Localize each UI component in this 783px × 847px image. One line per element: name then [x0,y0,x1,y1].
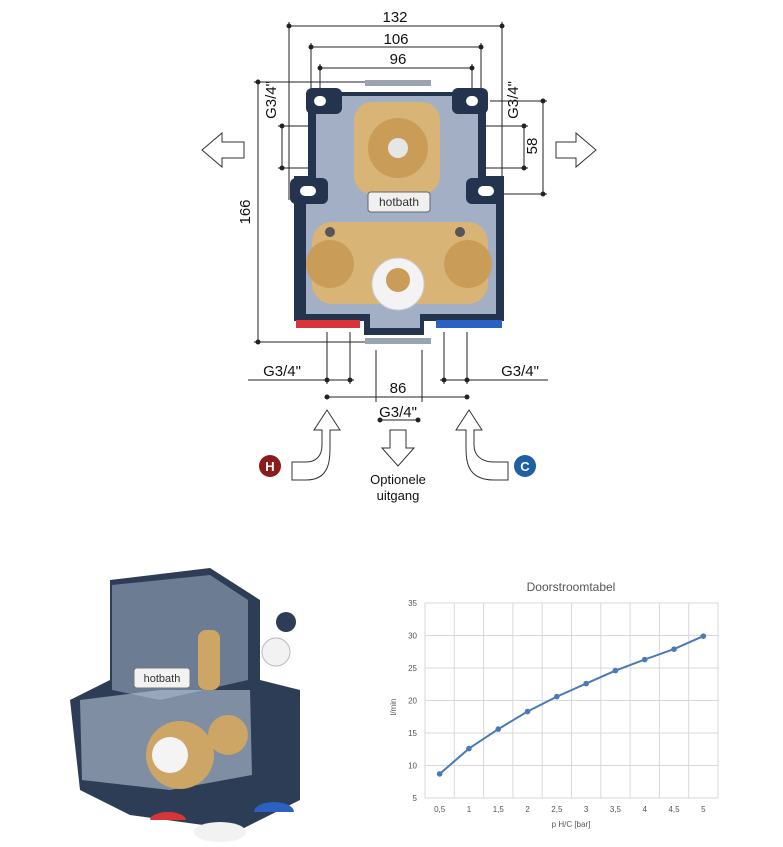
optional-outlet-arrow [380,429,416,467]
cold-badge [514,455,536,477]
chart-data-point [700,633,707,639]
chart-x-axis-label: p H/C [bar] [552,820,591,829]
cold-inlet-arrow [455,409,509,481]
right-outlet-arrow [555,131,597,169]
optional-outlet-label-line2: uitgang [377,488,420,503]
chart-y-tick-label: 35 [408,599,417,608]
chart-x-tick-label: 3,5 [610,805,622,814]
chart-y-tick-label: 15 [408,729,417,738]
dim-label-g34-top-left: G3/4" [263,81,280,119]
photo-brand-plate-text: hotbath [144,673,181,685]
dim-label-132: 132 [382,9,407,26]
technical-drawing: 132 106 96 166 G3/4" [201,9,597,503]
chart-x-tick-label: 5 [701,805,706,814]
chart-x-tick-label: 1,5 [493,805,505,814]
chart-y-axis-label: l/min [389,699,398,716]
dimension-166 [254,79,365,345]
dim-label-g34-bottom-left: G3/4" [263,363,301,380]
optional-outlet-label-line1: Optionele [370,472,426,487]
chart-points [436,633,707,777]
dim-label-g34-top-right: G3/4" [505,81,522,119]
dim-label-g34-bottom-right: G3/4" [501,363,539,380]
dimension-g34-bottom-left [248,332,354,384]
dim-label-166: 166 [237,199,254,224]
chart-data-point [554,693,560,700]
hot-badge-label: H [265,459,274,474]
chart-data-point [583,680,589,687]
chart-data-point [495,726,502,732]
brand-plate-text: hotbath [379,195,419,209]
chart-y-tick-label: 30 [408,632,417,641]
dim-label-g34-bottom-center: G3/4" [379,404,417,421]
chart-data-point [641,656,648,663]
chart-title: Doorstroomtabel [527,580,616,594]
chart-x-tick-label: 2 [525,805,530,814]
chart-data-point [466,745,472,752]
chart-x-tick-label: 0,5 [434,805,446,814]
chart-grid [424,602,719,799]
chart-x-tick-label: 1 [467,805,472,814]
cold-badge-label: C [520,459,530,474]
dimension-g34-bottom-center [377,417,421,423]
hot-badge [259,455,281,477]
dimension-132 [286,22,505,200]
chart-y-tick-label: 25 [408,664,417,673]
chart-x-tick-label: 2,5 [551,805,563,814]
dim-label-86: 86 [390,380,407,397]
dim-label-58: 58 [524,138,541,155]
chart-data-point [671,646,677,652]
chart-x-tick-label: 4 [643,805,648,814]
left-outlet-arrow [201,131,245,169]
dimension-g34-bottom-right [440,332,548,384]
chart-y-tick-label: 20 [408,697,417,706]
chart-data-point [524,708,531,715]
chart-y-ticks: 5 10 15 20 25 30 35 [408,599,417,803]
hot-inlet-arrow [291,409,341,481]
chart-data-point [436,771,443,777]
dim-label-106: 106 [383,31,408,48]
dimension-86 [324,350,470,402]
chart-x-tick-label: 3 [584,805,589,814]
chart-y-tick-label: 10 [408,762,417,771]
mixer-box-front-view: hotbath [290,80,504,344]
chart-data-point [612,667,619,674]
chart-x-ticks: 0,5 1 1,5 2 2,5 3 3,5 4 4,5 5 [434,805,706,814]
product-photo: hotbath [70,568,300,842]
dim-label-96: 96 [390,51,407,68]
chart-x-tick-label: 4,5 [668,805,680,814]
chart-series-line [438,635,704,775]
chart-y-tick-label: 5 [413,794,418,803]
